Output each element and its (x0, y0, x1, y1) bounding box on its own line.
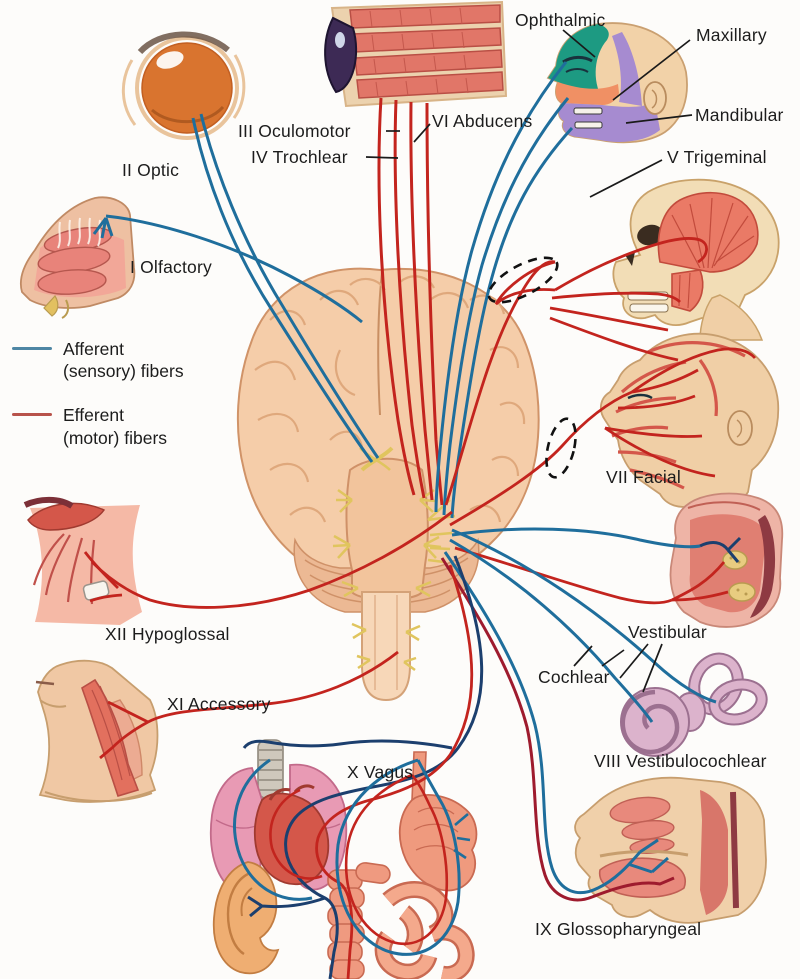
afferent-line-swatch (12, 347, 52, 350)
maxillary-region (555, 82, 619, 105)
tongue-taste-illustration (669, 492, 784, 628)
efferent-line-swatch (12, 413, 52, 417)
label-vestibular: Vestibular (628, 622, 707, 642)
skull-illustration (612, 178, 780, 341)
label-olfactory: I Olfactory (130, 257, 212, 277)
label-optic: II Optic (122, 160, 180, 180)
thorax-illustration (209, 739, 348, 894)
throat-illustration (23, 496, 142, 625)
label-abducens: VI Abducens (432, 111, 533, 131)
fiber-legend: Afferent (sensory) fibers Efferent (moto… (12, 338, 184, 471)
temporalis-muscle (657, 191, 759, 273)
label-trigeminal: V Trigeminal (667, 147, 767, 167)
nasal-cavity-illustration (20, 196, 136, 319)
label-maxillary: Maxillary (696, 25, 767, 45)
trigeminal-motor-lines (444, 237, 708, 506)
label-trochlear: IV Trochlear (251, 147, 348, 167)
afferent-label: Afferent (63, 339, 124, 359)
label-vestibulocochlear: VIII Vestibulocochlear (594, 751, 767, 771)
glossopharyngeal-lines (440, 551, 675, 902)
neck-muscles-illustration (35, 659, 159, 803)
label-ophthalmic: Ophthalmic (515, 10, 606, 30)
facial-motor-lines (449, 347, 757, 527)
legend-afferent: Afferent (sensory) fibers (12, 338, 184, 382)
efferent-label: Efferent (63, 405, 124, 426)
ophthalmic-region (548, 24, 609, 98)
facial-muscles-head-illustration (599, 332, 780, 508)
afferent-sublabel: (sensory) fibers (63, 361, 184, 382)
label-cochlear: Cochlear (538, 667, 610, 687)
mandibular-region-upper (612, 32, 642, 106)
optic-nerve-line (191, 113, 380, 463)
label-accessory: XI Accessory (167, 694, 271, 714)
label-facial: VII Facial (606, 467, 681, 487)
pharynx-head-illustration (574, 776, 767, 924)
vestibulocochlear-lines (449, 528, 717, 723)
ganglion-markers (487, 256, 577, 479)
mandibular-region (558, 102, 660, 142)
facial-taste-lines (451, 527, 742, 605)
outer-ear-illustration (212, 861, 280, 975)
olfactory-nerve-line (92, 214, 363, 324)
eyeball-illustration (121, 31, 246, 140)
label-mandibular: Mandibular (695, 105, 784, 125)
label-oculomotor: III Oculomotor (238, 121, 351, 141)
hypoglossal-lines (83, 510, 453, 609)
accessory-lines (99, 650, 399, 760)
efferent-sublabel: (motor) fibers (63, 427, 168, 448)
label-hypoglossal: XII Hypoglossal (105, 624, 230, 644)
inner-ear-illustration (620, 652, 768, 757)
label-leader-lines (365, 29, 693, 693)
label-glossopharyngeal: IX Glossopharyngeal (535, 919, 702, 939)
legend-efferent: Efferent (motor) fibers (12, 404, 184, 448)
eye-muscles-illustration (324, 0, 508, 108)
label-vagus: X Vagus (347, 762, 414, 782)
trigeminal-face-illustration (546, 22, 688, 144)
vagus-lines (233, 555, 484, 979)
